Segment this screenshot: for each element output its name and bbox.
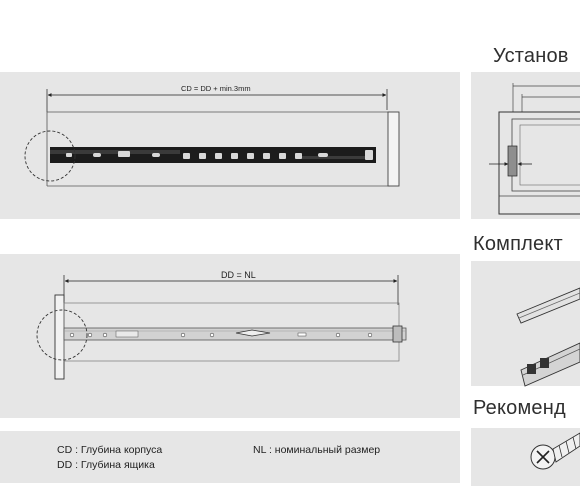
kit-heading: Комплект [473, 233, 563, 255]
kit-rails [516, 287, 580, 387]
drawer-front [54, 294, 65, 380]
legend-cd: CD : Глубина корпуса [57, 444, 163, 456]
bottom-slide-diagram [36, 275, 407, 380]
install-diagram [489, 83, 580, 215]
rail-slots [66, 150, 373, 160]
top-slide-diagram [24, 89, 400, 187]
cabinet-back-panel [387, 111, 400, 187]
screw-icon [530, 432, 580, 470]
legend-panel [0, 431, 460, 483]
dd-dimension-label: DD = NL [221, 270, 256, 280]
install-panel [471, 72, 580, 219]
bottom-slide-rail [63, 327, 407, 341]
cd-dimension-label: CD = DD + min.3mm [181, 84, 251, 93]
legend-dd: DD : Глубина ящика [57, 459, 155, 471]
recommended-heading: Рекоменд [473, 397, 566, 419]
bottom-detail-callout [36, 309, 88, 361]
top-detail-callout [24, 130, 76, 182]
install-heading: Установ [493, 45, 569, 67]
legend-nl: NL : номинальный размер [253, 444, 381, 456]
